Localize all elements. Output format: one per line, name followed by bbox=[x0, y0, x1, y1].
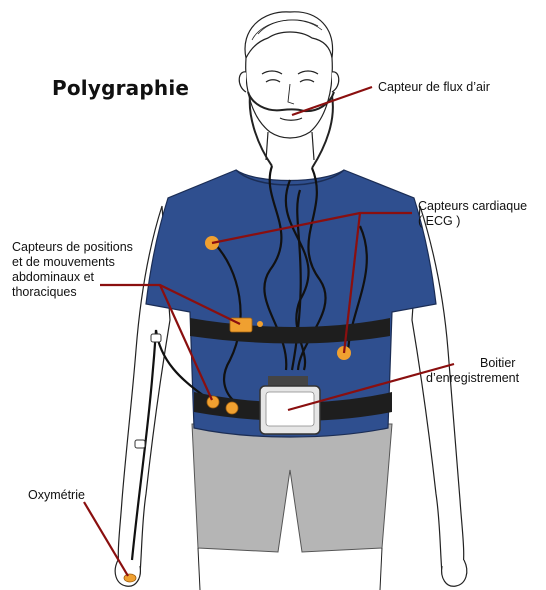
oximeter-clip bbox=[124, 574, 136, 582]
page-title: Polygraphie bbox=[52, 76, 189, 100]
head bbox=[239, 12, 339, 160]
label-airflow-sensor: Capteur de flux d’air bbox=[378, 80, 490, 95]
label-oximetry: Oxymétrie bbox=[28, 488, 85, 503]
label-cardiac-sensors: Capteurs cardiaque ( ECG ) bbox=[418, 199, 527, 229]
shorts bbox=[192, 424, 392, 590]
label-position-sensors: Capteurs de positions et de mouvements a… bbox=[12, 240, 133, 300]
label-recording-box: Boitier bbox=[480, 356, 515, 371]
label-recording-box-line2: d’enregistrement bbox=[426, 371, 519, 386]
